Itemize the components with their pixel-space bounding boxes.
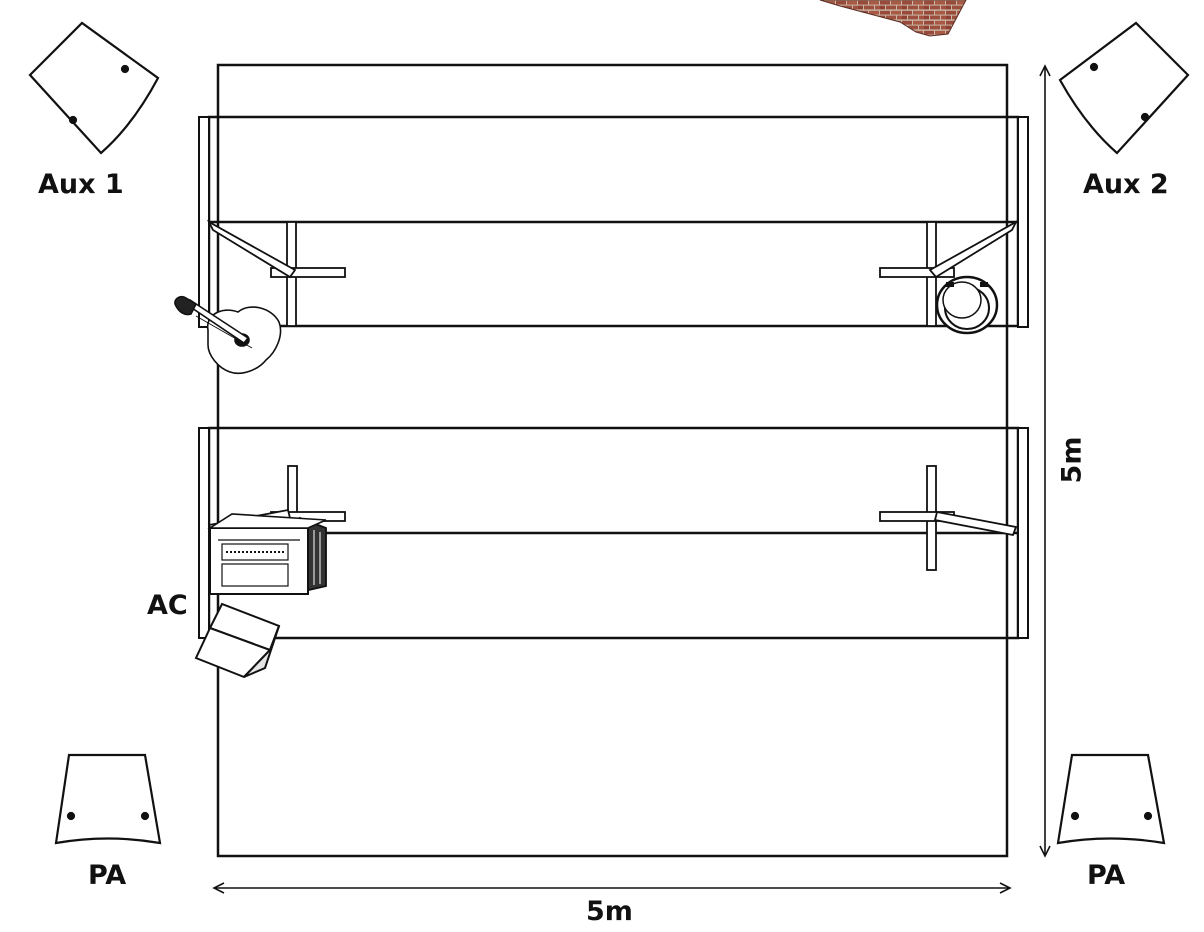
- floor-monitor-icon: [194, 602, 281, 679]
- stage-depth-label: 5m: [1056, 436, 1088, 484]
- wedge-speaker-icon: [1058, 21, 1190, 155]
- mic-stand-top-right: [879, 219, 1019, 327]
- pa-speaker-icon: [54, 753, 162, 845]
- amplifier-icon: [207, 513, 327, 595]
- brick-wall-icon: [819, 0, 967, 37]
- pa-speaker-icon: [1056, 753, 1166, 845]
- stage-width-label: 5m: [586, 896, 633, 927]
- mic-stand-top-left: [206, 219, 346, 327]
- width-dimension-arrow: [212, 882, 1012, 894]
- stage-outline: [216, 63, 1009, 858]
- aux-2-label: Aux 2: [1083, 169, 1169, 200]
- wedge-speaker-icon: [28, 21, 160, 155]
- pa-left-label: PA: [88, 860, 127, 891]
- ac-label: AC: [147, 590, 188, 621]
- drum-icon: [935, 275, 999, 335]
- aux-1-label: Aux 1: [38, 169, 124, 200]
- depth-dimension-arrow: [1039, 64, 1051, 858]
- riser-upper: [198, 115, 1029, 328]
- mic-stand-bottom-right: [879, 465, 1018, 571]
- pa-right-label: PA: [1087, 860, 1126, 891]
- acoustic-guitar-icon: [174, 295, 282, 375]
